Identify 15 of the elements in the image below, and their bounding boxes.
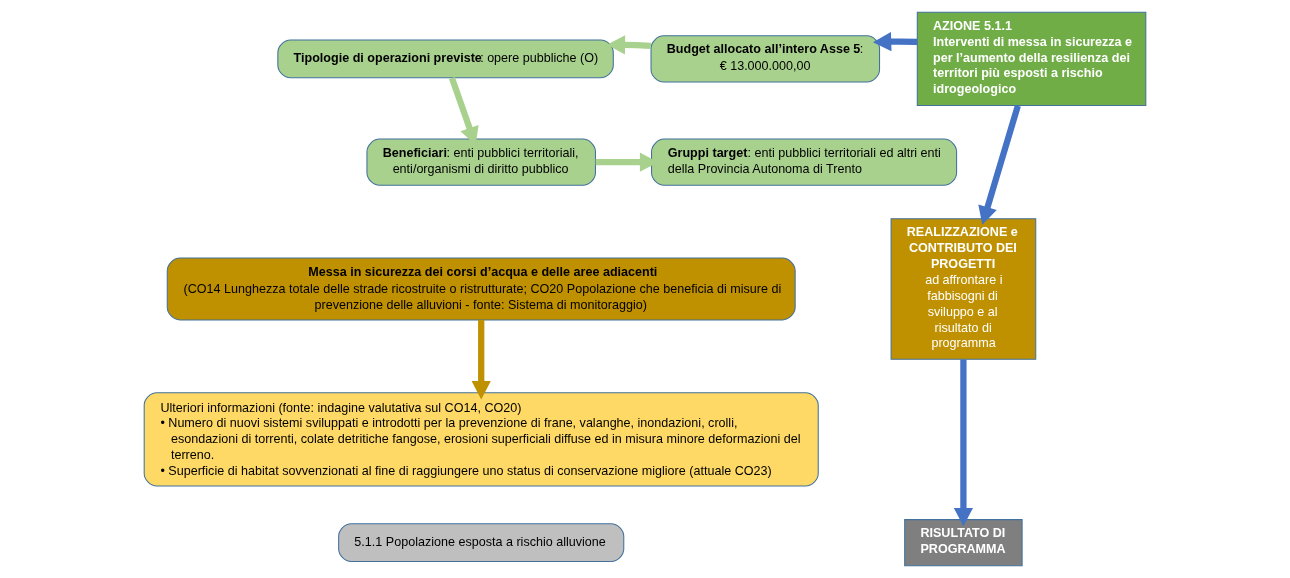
node-box: Tipologie di operazioni previste: opere pubbliche (O) [277,39,614,79]
node-box: Gruppi target: enti pubblici territoriali ed altri enti della Provincia Autonoma di Trento [651,138,958,186]
node-box: Budget allocato all’intero Asse 5: € 13.000.000,00 [650,35,881,83]
arrow [953,359,973,527]
arrow [978,104,1021,225]
node-box: Messa in sicurezza dei corsi d’acqua e delle aree adiacenti (CO14 Lunghezza totale delle strade ricostruite o ristrutturate; CO20 Popolazione che beneficia di misure di prevenzione delle alluvioni - fonte: Sistema di monitoraggio) [166,257,796,321]
arrow [471,320,491,400]
node-box: 5.1.1 Popolazione esposta a rischio alluvione [338,523,625,563]
arrow [606,35,652,55]
arrow [872,32,918,52]
node-box: Beneficiari: enti pubblici territoriali, enti/organismi di diritto pubblico [366,138,596,186]
node-box: AZIONE 5.1.1 Interventi di messa in sicurezza e per l’aumento della resilienza dei territori più esposti a rischio idrogeologico [916,11,1147,107]
node-box: RISULTATO DI PROGRAMMA [904,519,1023,567]
node-box: REALIZZAZIONE e CONTRIBUTO DEI PROGETTI ad affrontare i fabbisogni di sviluppo e al risultato di programma [890,218,1037,360]
node-box: Ulteriori informazioni (fonte: indagine valutativa sul CO14, CO20) • Numero di nuovi sistemi sviluppati e introdotti per la prevenzione di frane, valanghe, inondazioni, crolli, esondazioni di torrenti, colate detritiche fangose, erosioni superficiali diffuse ed in misura minore deformazioni del terreno. • Superficie di habitat sovvenzionati al fine di raggiungere uno status di conservazione migliore (attuale CO23) [143,392,819,487]
